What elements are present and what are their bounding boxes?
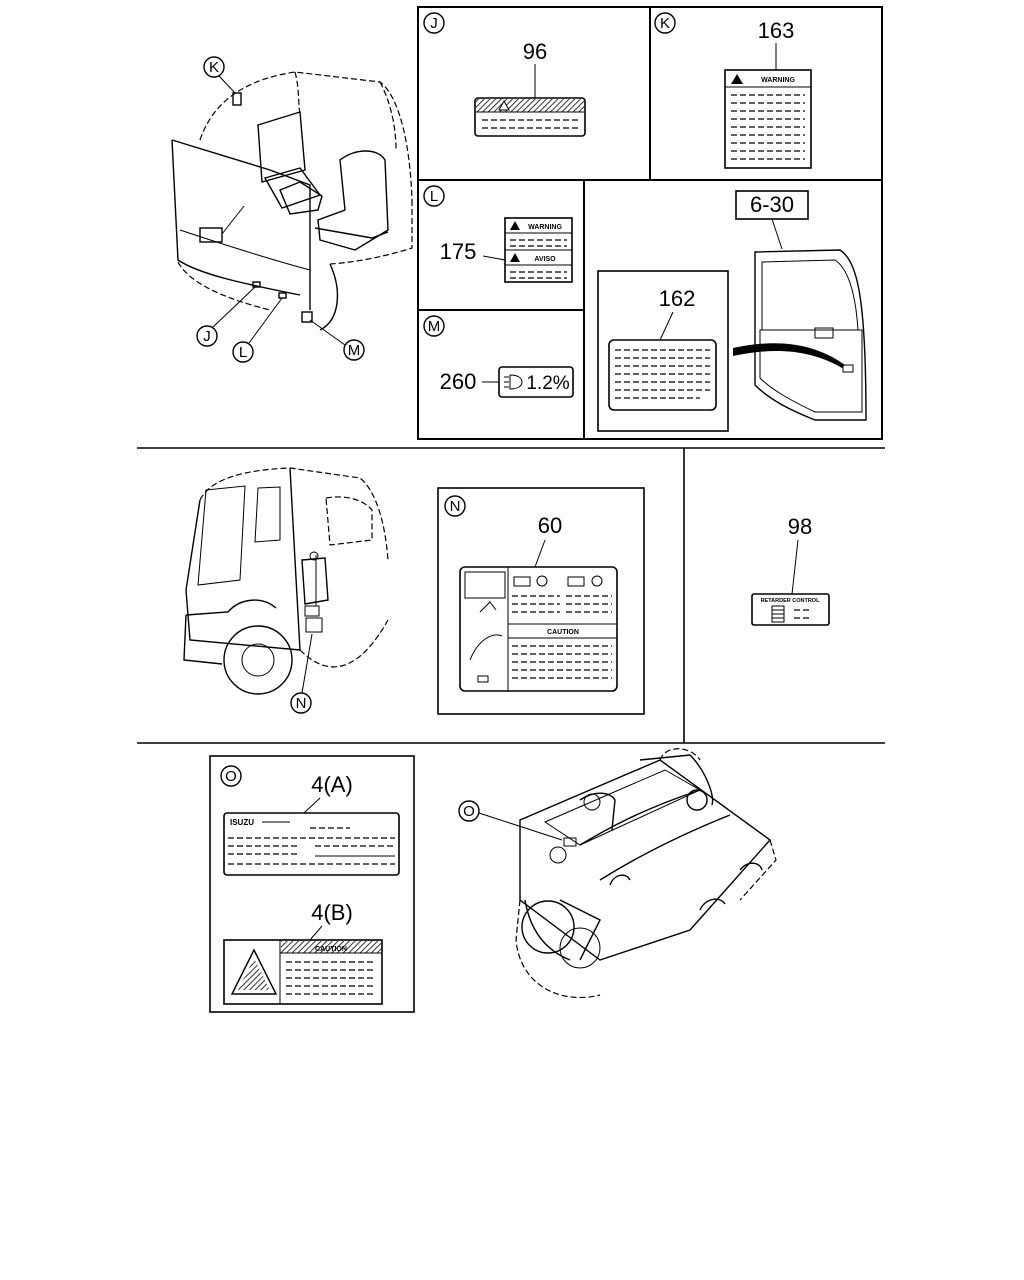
label-96 [474, 97, 586, 137]
part-number-4b: 4(B) [311, 900, 353, 925]
section-dividers [137, 447, 885, 744]
part-number-162: 162 [659, 286, 696, 311]
label-4a-brand: ISUZU [230, 818, 254, 827]
callout-m-label: M [348, 342, 361, 359]
cell-j-callout: J [430, 15, 438, 32]
cell-j: J 96 [423, 12, 586, 137]
label-60 [459, 566, 618, 692]
part-number-4a: 4(A) [311, 772, 353, 797]
callout-l-label: L [239, 344, 247, 361]
cell-o-frame [209, 755, 415, 1013]
part-number-163: 163 [758, 18, 795, 43]
label-98-text: RETARDER CONTROL [761, 598, 821, 604]
callout-n-truck-label: N [296, 695, 307, 712]
cell-k-callout: K [660, 15, 670, 32]
engine-illustration [515, 748, 777, 999]
cell-o-callout: O [225, 768, 237, 785]
label-175-aviso: AVISO [534, 256, 556, 263]
cell-k: K 163 WARNING [654, 12, 812, 169]
part-number-60: 60 [538, 513, 562, 538]
cell-door: 6-30 162 [597, 190, 867, 432]
cell-n-callout: N [450, 498, 461, 515]
truck-exterior-illustration [183, 467, 389, 695]
callout-o-engine: O [458, 800, 563, 841]
door-ref-label: 6-30 [750, 192, 794, 217]
callout-k-cab: K [203, 56, 236, 94]
cell-l-callout: L [430, 188, 438, 205]
callout-m-cab: M [309, 319, 365, 361]
part-number-260: 260 [440, 369, 477, 394]
cell-retarder: 98 RETARDER CONTROL [751, 514, 830, 626]
cell-l: L 175 WARNING AVISO [423, 185, 573, 283]
cell-m-callout: M [428, 318, 441, 335]
cell-n: N 60 CAUTION [437, 487, 645, 715]
label-163 [724, 69, 812, 169]
label-60-caution: CAUTION [547, 629, 579, 636]
label-260-value: 1.2% [526, 373, 569, 394]
callout-l-cab: L [232, 297, 283, 363]
cell-n-frame [437, 487, 645, 715]
part-number-98: 98 [788, 514, 812, 539]
callout-k-label: K [209, 59, 219, 76]
label-4a [223, 812, 400, 876]
door-label-frame [597, 270, 729, 432]
callout-j-cab: J [196, 286, 256, 347]
label-175-warning: WARNING [528, 224, 562, 231]
label-4b [223, 939, 383, 1005]
label-162 [608, 339, 717, 411]
part-number-175: 175 [440, 239, 477, 264]
label-260 [498, 366, 574, 398]
label-4b-caution: CAUTION [315, 946, 347, 953]
callout-j-label: J [203, 328, 211, 345]
callout-n-truck: N [290, 633, 313, 714]
label-163-header: WARNING [761, 77, 795, 84]
part-number-96: 96 [523, 39, 547, 64]
cell-m: M 260 1.2% [423, 315, 574, 398]
label-grid-frame [417, 6, 883, 440]
cell-o: O 4(A) ISUZU 4(B) CAUTION [209, 755, 415, 1013]
cab-interior-illustration [171, 71, 413, 331]
label-98 [751, 593, 830, 626]
callout-o-engine-label: O [463, 803, 475, 820]
